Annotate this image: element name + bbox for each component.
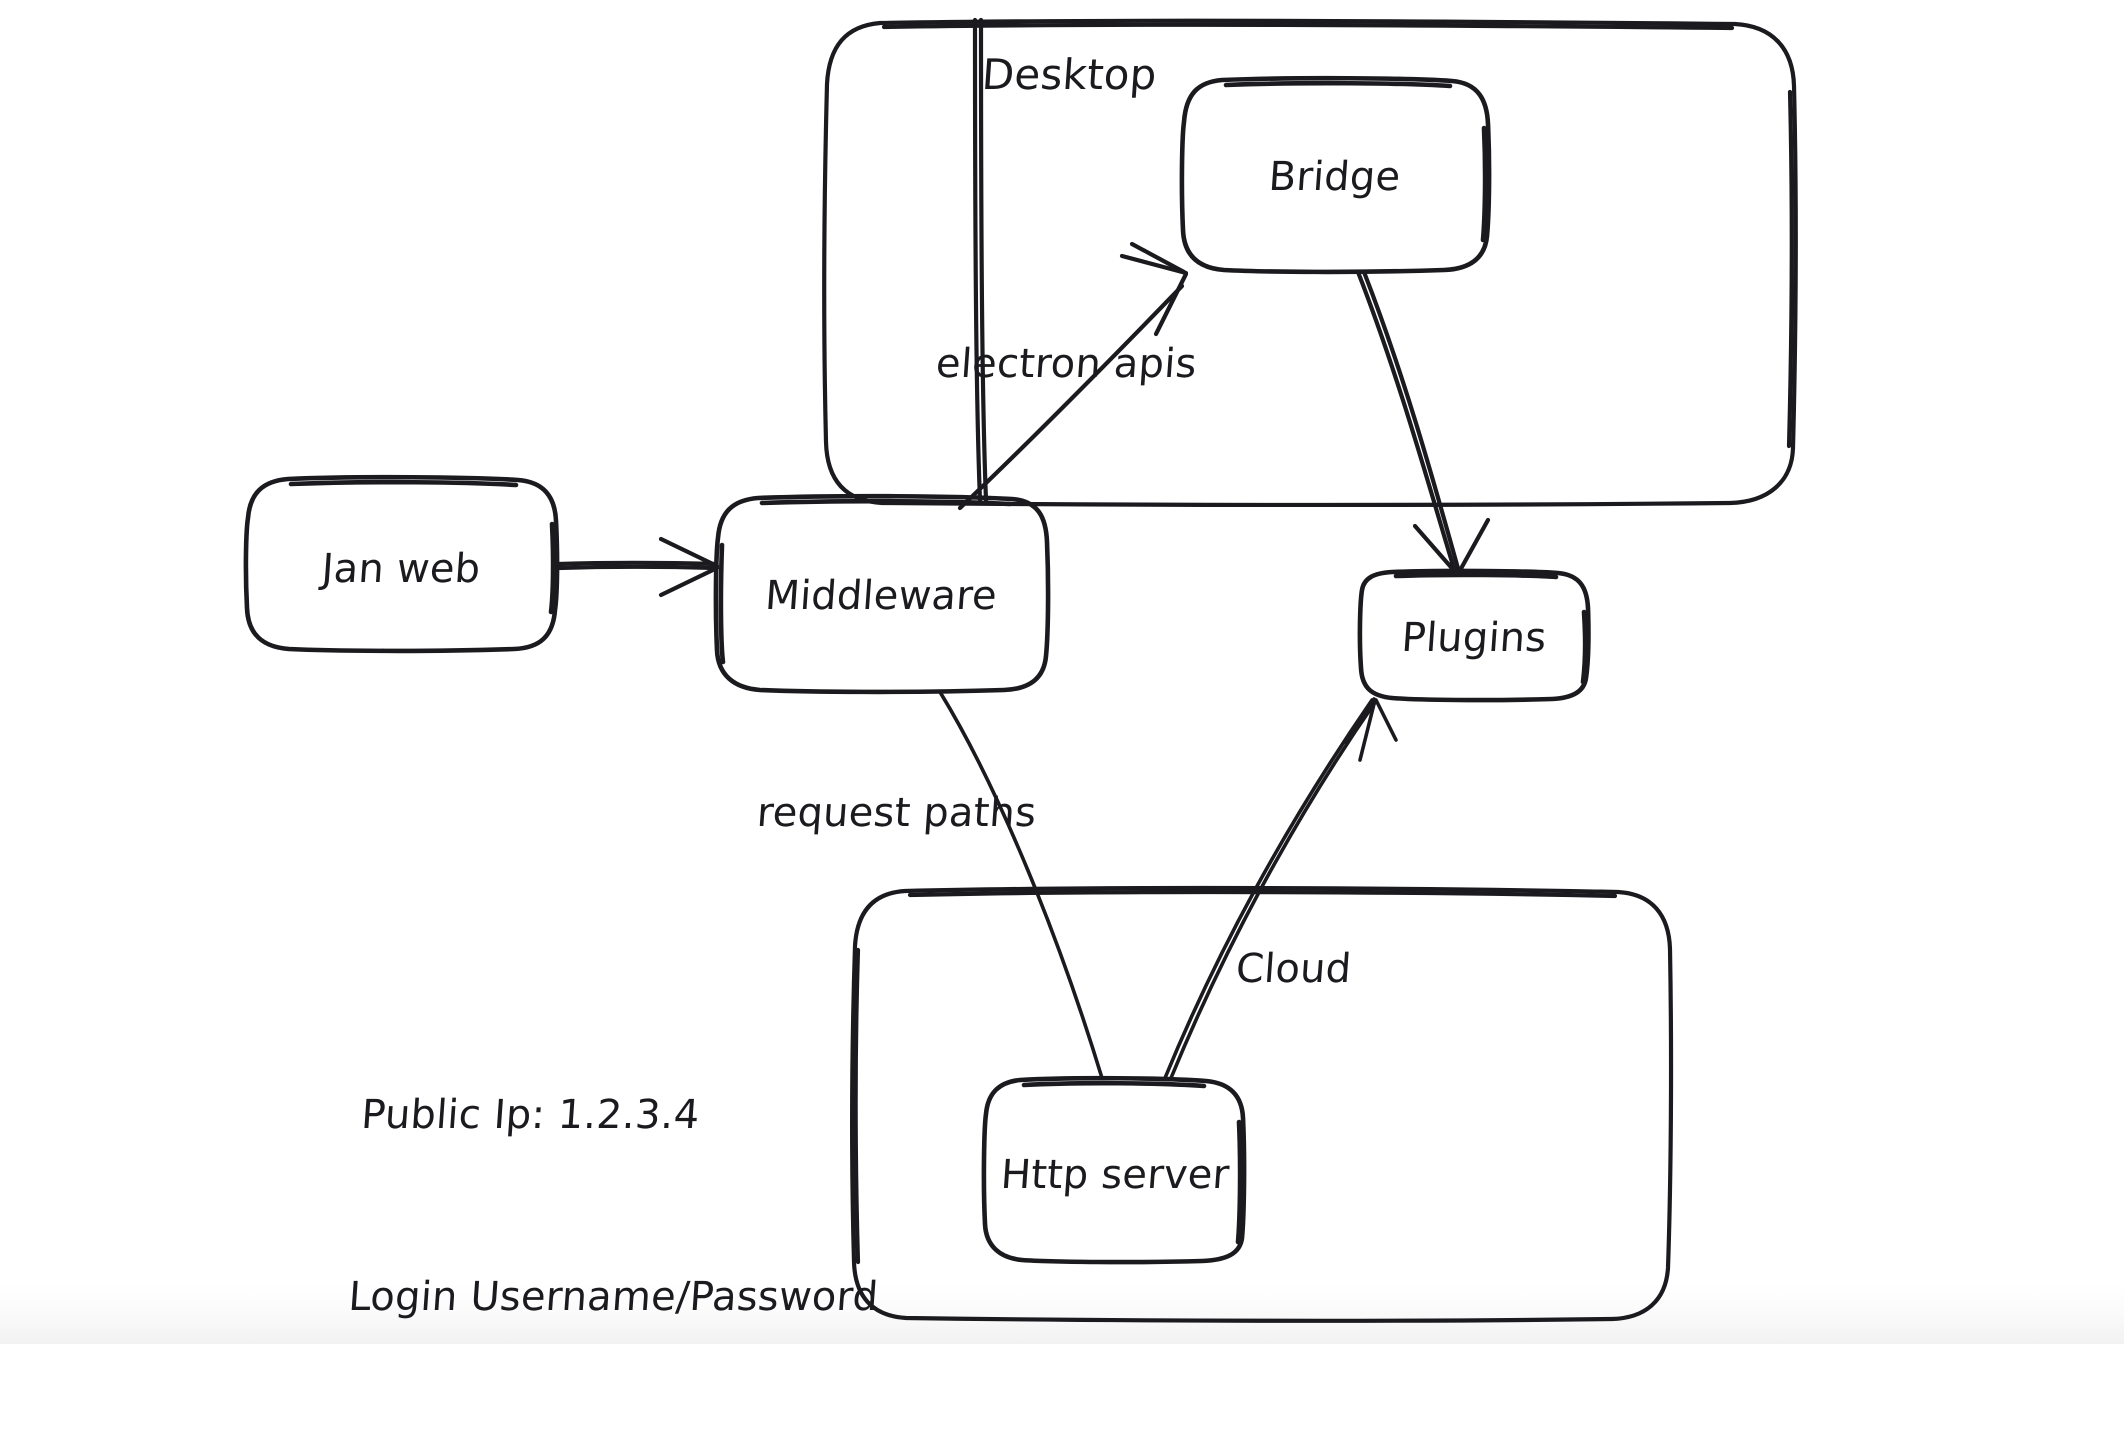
edge-jan-to-middleware — [555, 536, 720, 598]
note-public-ip: Public Ip: 1.2.3.4 Login Username/Passwo… — [338, 963, 901, 1449]
node-plugins-outline — [1357, 568, 1591, 703]
node-jan-web-outline — [243, 474, 560, 654]
edge-middleware-to-bridge — [957, 241, 1189, 511]
node-label-jan-web[interactable]: Jan web — [320, 546, 482, 592]
node-label-http-server[interactable]: Http server — [999, 1152, 1231, 1198]
edge-bridge-to-plugins — [1355, 269, 1491, 577]
edge-middleware-top-stub — [972, 17, 989, 503]
edge-label-electron-apis: electron apis — [934, 341, 1199, 387]
node-middleware-outline — [713, 493, 1051, 695]
group-label-cloud: Cloud — [1234, 946, 1353, 992]
edge-http-to-middleware — [938, 690, 1104, 1080]
node-label-bridge[interactable]: Bridge — [1267, 154, 1402, 200]
node-label-middleware[interactable]: Middleware — [763, 573, 999, 619]
diagram-canvas: Desktop Cloud Jan web Middleware Bridge … — [0, 0, 2124, 1344]
node-label-plugins[interactable]: Plugins — [1400, 615, 1548, 661]
diagram-sketch-layer — [243, 17, 1798, 1323]
note-line-public-ip: Public Ip: 1.2.3.4 — [359, 1091, 702, 1138]
edge-http-to-plugins — [1163, 697, 1398, 1080]
node-http-server-outline — [981, 1075, 1247, 1265]
group-desktop-outline — [822, 18, 1798, 507]
edge-label-request-paths: request paths — [755, 790, 1038, 836]
group-label-desktop: Desktop — [980, 50, 1159, 99]
node-bridge-outline — [1179, 75, 1492, 275]
group-cloud-outline — [850, 885, 1674, 1323]
note-line-login: Login Username/Password — [347, 1273, 880, 1320]
